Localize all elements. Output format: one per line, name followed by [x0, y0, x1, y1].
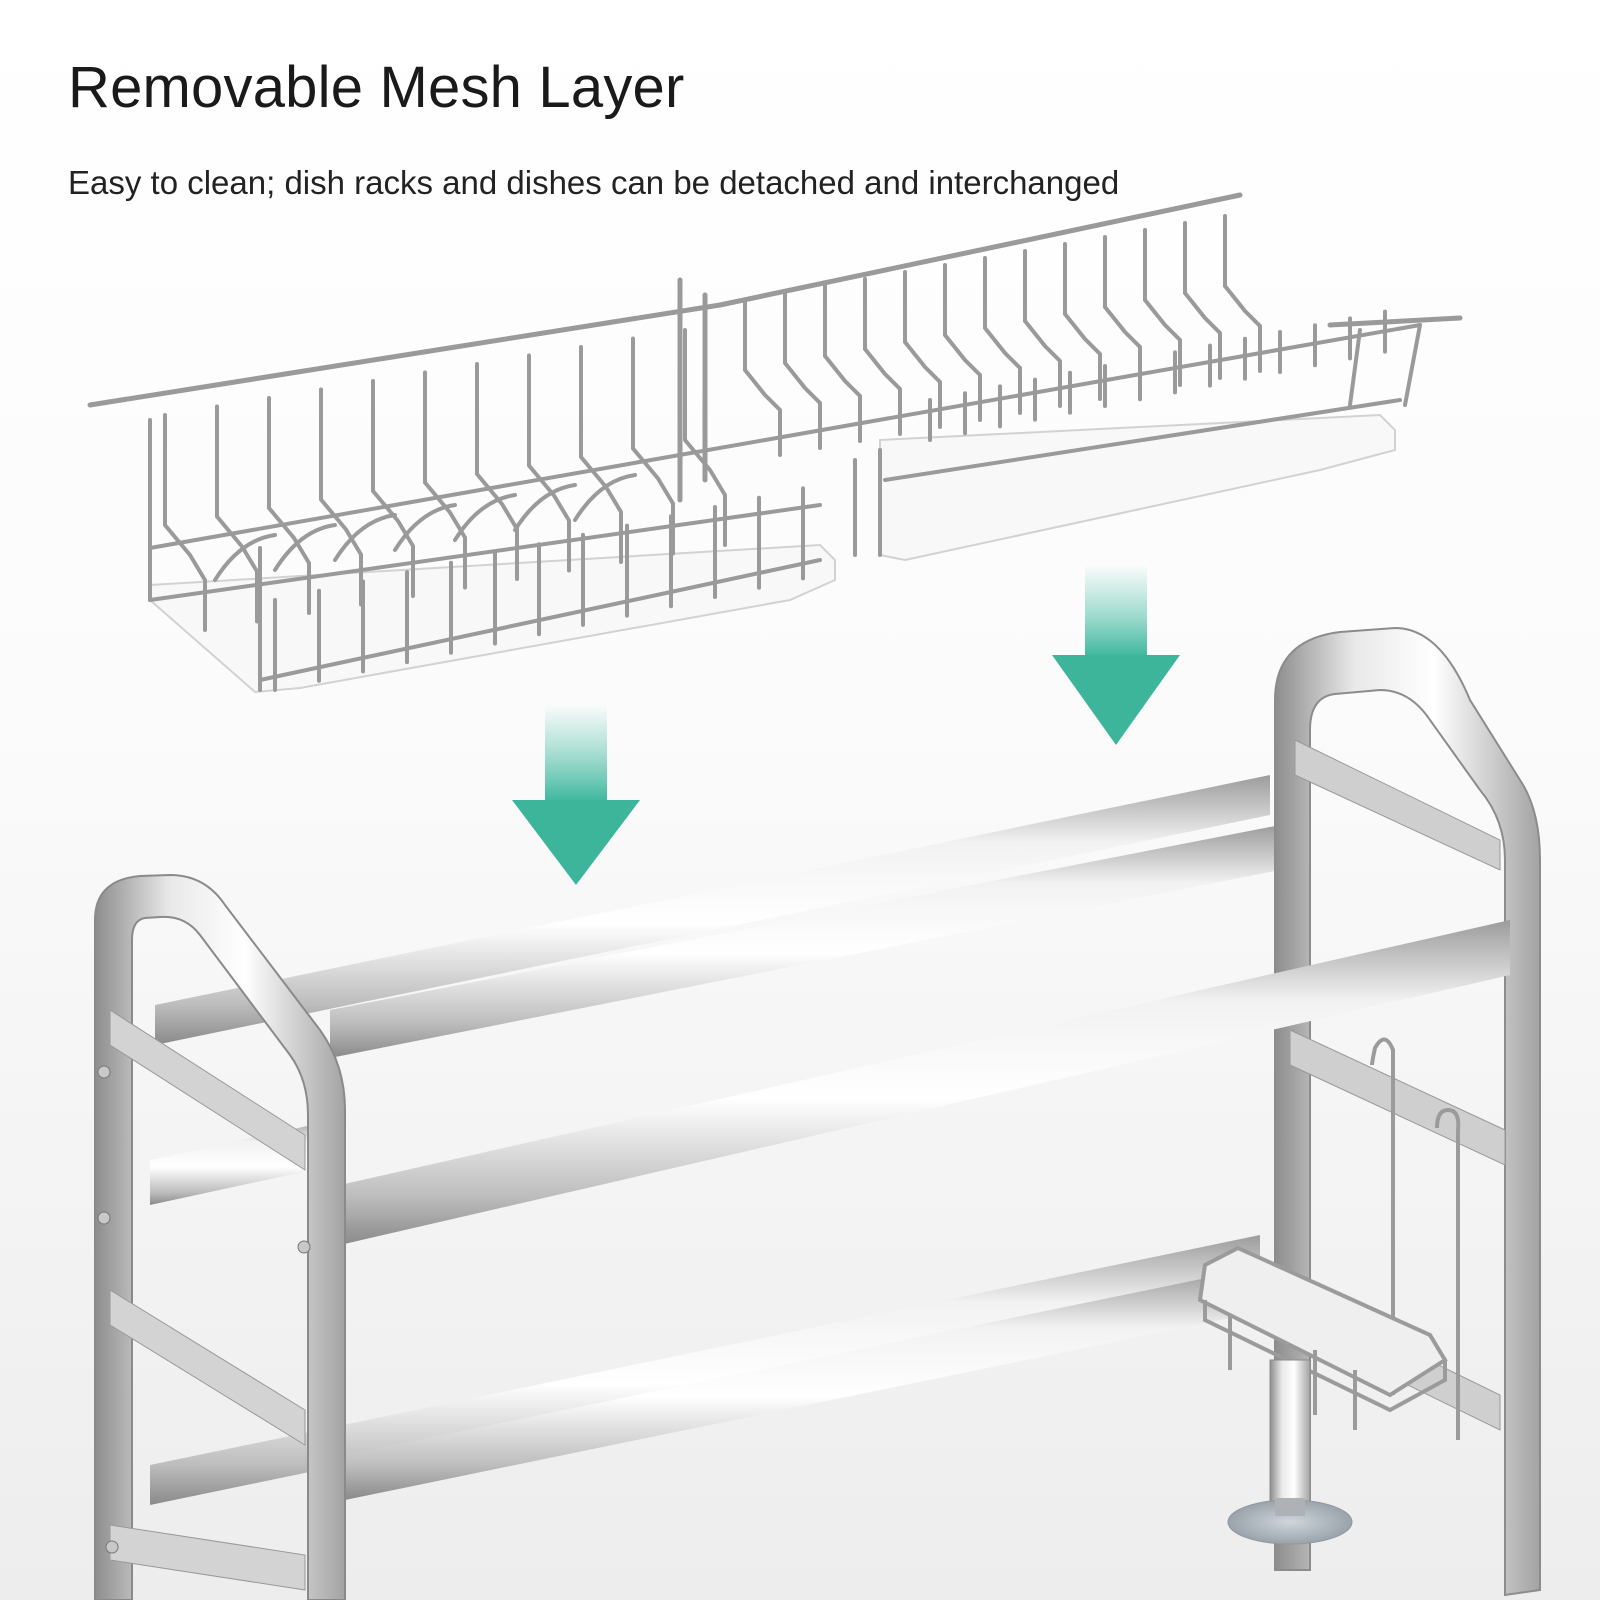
- mesh-layer-basket: [87, 192, 1463, 694]
- page-subtitle: Easy to clean; dish racks and dishes can…: [68, 164, 1120, 201]
- rack-frame: [94, 626, 1541, 1600]
- page-title: Removable Mesh Layer: [68, 55, 685, 120]
- hanging-sponge-basket: [1197, 1037, 1461, 1440]
- suction-cup-foot: [1227, 1359, 1353, 1545]
- drip-tray-left: [149, 543, 836, 694]
- down-arrow-right: [1052, 565, 1180, 745]
- down-arrow-left: [512, 705, 640, 885]
- drip-tray-right: [879, 413, 1396, 562]
